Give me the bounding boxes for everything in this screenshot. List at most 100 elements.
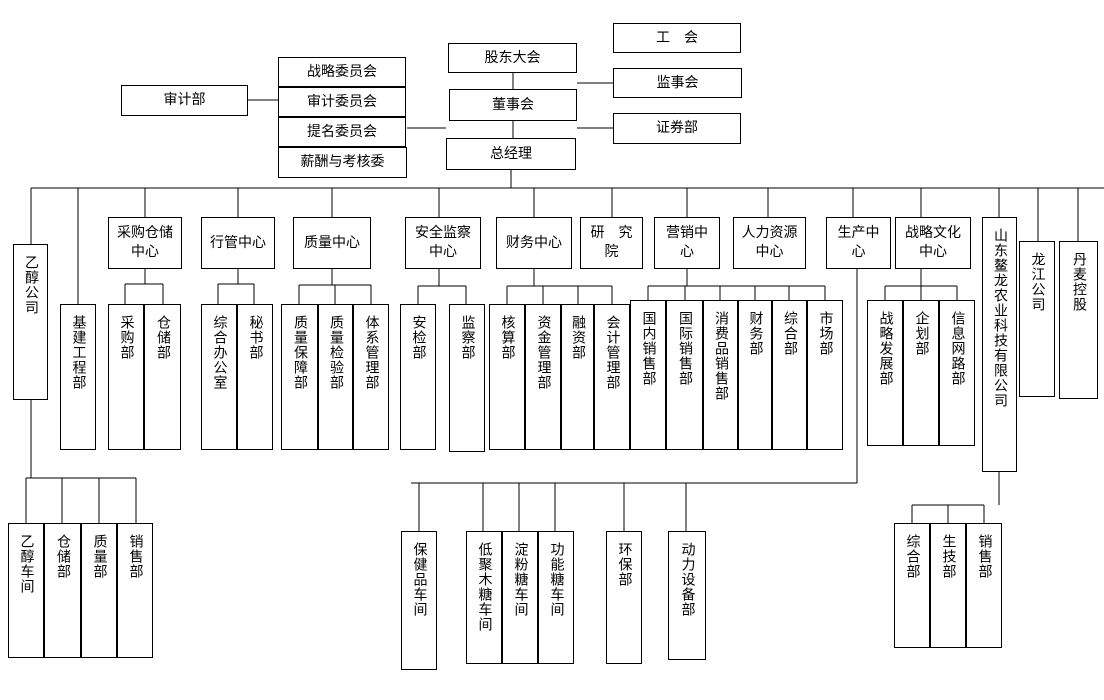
dept-box: 财务部 (738, 300, 772, 450)
center-box: 战略文化中心 (895, 217, 971, 269)
dept-box: 环保部 (606, 531, 642, 664)
longjiang-company-box: 龙江公司 (1019, 241, 1055, 397)
dept-box: 销售部 (966, 523, 1002, 648)
shareholders-meeting-box: 股东大会 (448, 43, 577, 73)
dept-label: 环保部 (616, 542, 633, 587)
center-label: 研 究院 (590, 225, 633, 260)
dept-label: 信息网路部 (949, 311, 966, 386)
dept-box: 监察部 (449, 304, 485, 452)
dept-label: 质量检验部 (327, 315, 344, 390)
dept-box: 秘书部 (237, 304, 273, 450)
dept-box: 保健品车间 (401, 531, 437, 670)
center-box: 行管中心 (201, 217, 275, 269)
dept-label: 国内销售部 (640, 311, 657, 386)
union-box: 工 会 (613, 23, 741, 53)
dept-label: 综合部 (904, 534, 921, 579)
dept-box: 综合部 (772, 300, 807, 450)
dept-box: 融资部 (561, 304, 594, 450)
dept-label: 市场部 (817, 311, 834, 356)
dept-label: 资金管理部 (535, 315, 552, 390)
dept-box: 低聚木糖车间 (466, 531, 502, 664)
dept-label: 销售部 (127, 534, 144, 579)
supervisory-board-box: 监事会 (613, 68, 742, 98)
audit-dept-box: 审计部 (121, 85, 248, 116)
center-label: 质量中心 (304, 234, 360, 251)
dept-label: 综合办公室 (211, 315, 228, 390)
dept-box: 战略发展部 (867, 300, 903, 446)
dept-box: 综合办公室 (201, 304, 237, 450)
dept-box: 仓储部 (144, 304, 181, 450)
dept-label: 功能糖车间 (548, 542, 565, 617)
committee-label: 战略委员会 (307, 63, 377, 80)
securities-dept-label: 证券部 (656, 120, 698, 137)
committee-label: 审计委员会 (307, 93, 377, 110)
center-box: 财务中心 (496, 217, 572, 269)
dept-label: 生技部 (940, 534, 957, 579)
dept-label: 融资部 (569, 315, 586, 360)
construction-dept-box: 基建工程部 (60, 304, 96, 450)
board-of-directors-label: 董事会 (492, 96, 534, 113)
committee-box: 薪酬与考核委 (278, 147, 407, 178)
dept-box: 核算部 (489, 304, 525, 450)
dept-box: 仓储部 (44, 523, 81, 658)
dept-box: 安检部 (400, 304, 436, 450)
dept-label: 质量保障部 (291, 315, 308, 390)
general-manager-label: 总经理 (490, 145, 532, 162)
construction-dept-label: 基建工程部 (70, 315, 87, 390)
center-label: 战略文化中心 (905, 225, 961, 260)
supervisory-board-label: 监事会 (656, 74, 699, 91)
dept-label: 仓储部 (154, 315, 171, 360)
union-label: 工 会 (656, 29, 698, 46)
shandong-company-label: 山东鳌龙农业科技有限公司 (991, 228, 1008, 408)
general-manager-box: 总经理 (446, 138, 576, 170)
dept-label: 采购部 (118, 315, 135, 360)
dept-box: 消费品销售部 (703, 300, 738, 450)
dept-label: 企划部 (913, 311, 930, 356)
center-label: 人力资源中心 (741, 225, 798, 260)
dept-box: 质量部 (81, 523, 117, 658)
dept-box: 淀粉糖车间 (502, 531, 538, 664)
center-box: 质量中心 (293, 217, 371, 269)
dept-box: 体系管理部 (353, 304, 389, 450)
center-label: 营销中心 (666, 225, 708, 260)
dept-label: 秘书部 (247, 315, 264, 360)
dept-label: 国际销售部 (676, 311, 693, 386)
center-box: 采购仓储中心 (108, 217, 182, 269)
dept-box: 信息网路部 (939, 300, 975, 446)
ethanol-company-label: 乙醇公司 (22, 255, 39, 315)
dept-box: 质量检验部 (318, 304, 353, 450)
dept-label: 质量部 (91, 534, 108, 579)
committee-box: 审计委员会 (278, 87, 406, 117)
center-label: 行管中心 (210, 234, 266, 251)
center-box: 营销中心 (654, 217, 720, 269)
committee-box: 战略委员会 (278, 57, 406, 87)
dept-label: 核算部 (499, 315, 516, 360)
center-label: 安全监察中心 (415, 225, 471, 260)
dept-label: 乙醇车间 (18, 534, 35, 594)
dept-box: 乙醇车间 (8, 523, 44, 658)
dept-label: 保健品车间 (411, 542, 428, 617)
center-label: 生产中心 (837, 225, 880, 260)
center-box: 安全监察中心 (405, 217, 481, 269)
center-label: 采购仓储中心 (117, 225, 173, 260)
dept-label: 淀粉糖车间 (512, 542, 529, 617)
center-box: 人力资源中心 (733, 217, 806, 269)
dept-label: 财务部 (747, 311, 764, 356)
dept-box: 国内销售部 (630, 300, 666, 450)
dept-label: 仓储部 (54, 534, 71, 579)
dept-label: 综合部 (781, 311, 798, 356)
board-of-directors-box: 董事会 (449, 89, 577, 121)
shandong-company-box: 山东鳌龙农业科技有限公司 (982, 217, 1017, 472)
dept-box: 企划部 (903, 300, 939, 446)
center-box: 生产中心 (826, 217, 891, 269)
dept-label: 低聚木糖车间 (476, 542, 493, 632)
dept-label: 动力设备部 (679, 542, 696, 617)
center-box: 研 究院 (580, 217, 643, 269)
dept-box: 动力设备部 (668, 531, 706, 660)
dept-box: 功能糖车间 (538, 531, 574, 664)
dept-label: 消费品销售部 (712, 311, 729, 401)
dept-box: 综合部 (894, 523, 930, 648)
danmai-holding-label: 丹麦控股 (1070, 252, 1087, 312)
dept-box: 国际销售部 (666, 300, 703, 450)
